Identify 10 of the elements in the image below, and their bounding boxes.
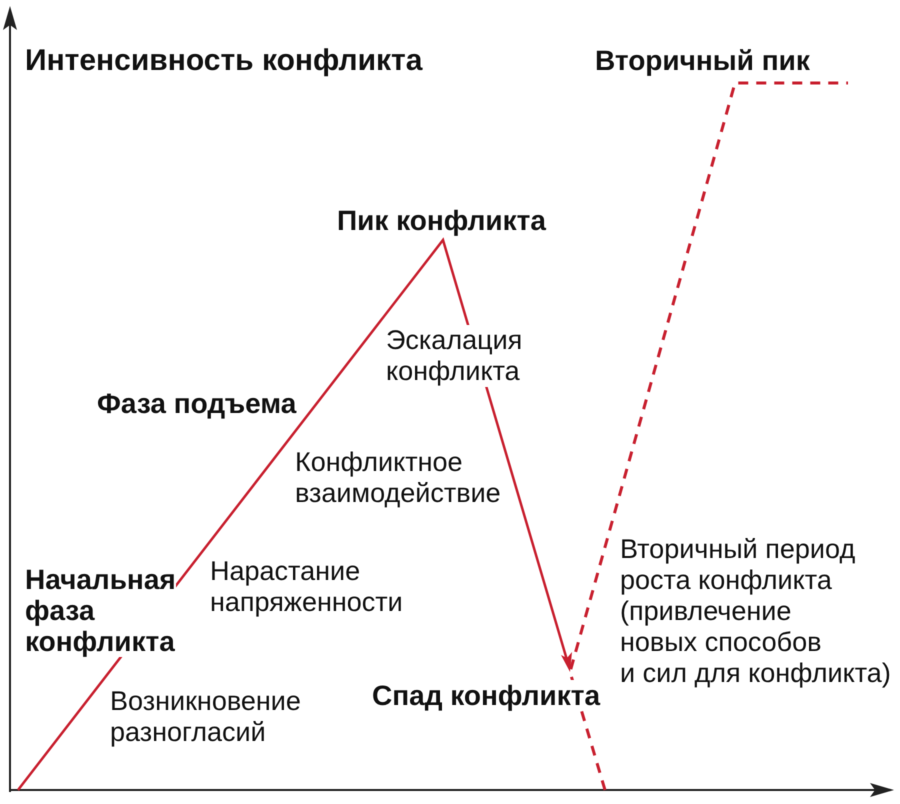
phase-label: Пик конфликта: [337, 204, 546, 236]
stage-label: Эскалация конфликта: [386, 324, 522, 386]
phase-label: Вторичный пик: [595, 44, 810, 76]
y-axis-title: Интенсивность конфликта: [25, 44, 422, 76]
stage-label: Конфликтное взаимодействие: [295, 446, 501, 508]
stage-label: Вторичный период роста конфликта (привлечение новых способов и сил для конфликта): [620, 534, 891, 688]
phase-label: Спад конфликта: [372, 680, 600, 710]
phase-label: Фаза подъема: [97, 388, 296, 418]
stage-label: Возникновение разногласий: [110, 686, 301, 748]
stage-label: Нарастание напряженности: [210, 556, 403, 618]
